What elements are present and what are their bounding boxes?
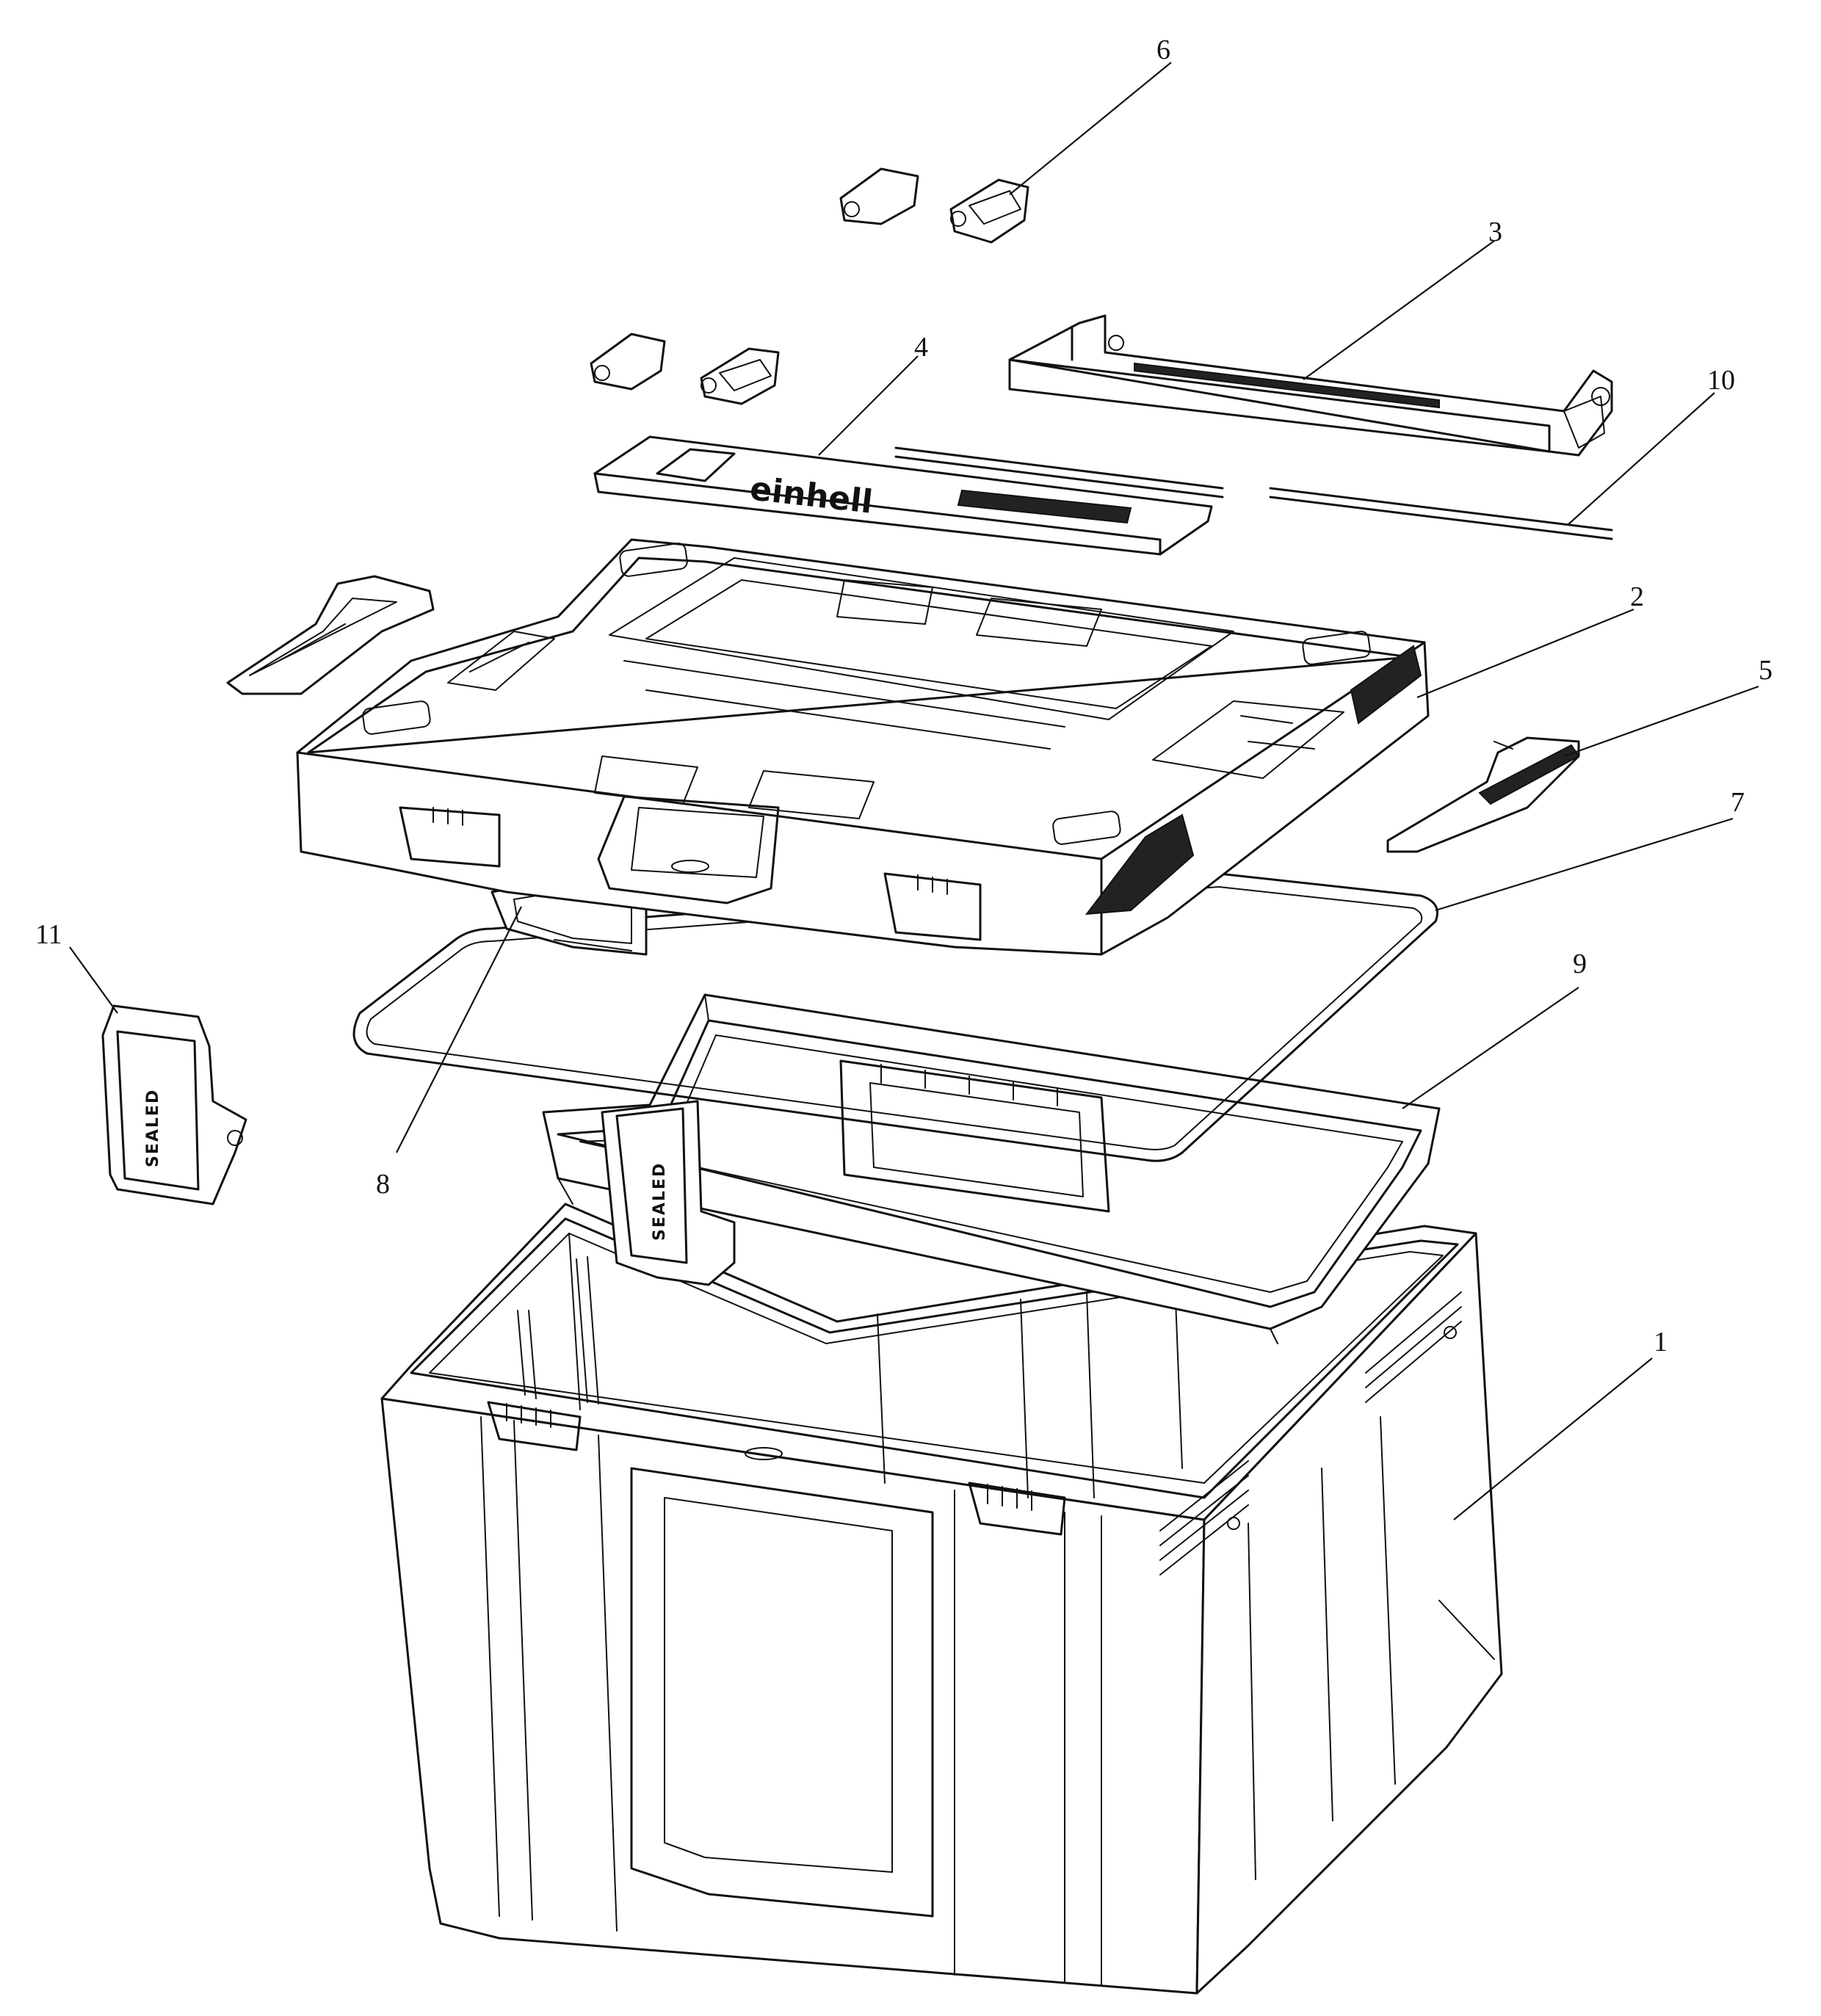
part-2-lid (296, 538, 1430, 956)
sealed-marking-mounted: SEALED (651, 1162, 669, 1241)
callout-8: 8 (376, 1169, 390, 1200)
part-6-hinge-connectors (590, 167, 1029, 405)
callout-9: 9 (1573, 949, 1587, 979)
callout-10: 10 (1707, 365, 1735, 396)
part-1-box-body (380, 1203, 1503, 1995)
part-4-brand-plate: einhell (593, 435, 1213, 556)
part-10-pins (894, 446, 1613, 540)
callout-2: 2 (1630, 581, 1644, 612)
part-9-tote-tray (542, 993, 1441, 1344)
callout-6: 6 (1156, 35, 1170, 65)
left-side-latch (226, 575, 435, 695)
sealed-clip-mounted: SEALED (601, 1100, 736, 1286)
callout-7: 7 (1731, 787, 1745, 818)
callout-labels: 6 3 4 10 2 5 7 9 1 11 8 (35, 35, 1773, 1357)
callout-5: 5 (1759, 655, 1773, 686)
leader-lines (69, 62, 1759, 1520)
part-11-sealed-clip: SEALED (101, 1004, 247, 1205)
callout-4: 4 (914, 332, 928, 363)
sealed-marking-loose: SEALED (144, 1089, 162, 1167)
part-7-seal-gasket (352, 872, 1438, 1162)
callout-1: 1 (1654, 1327, 1668, 1357)
part-3-handle (1008, 314, 1613, 457)
part-5-side-latch (1386, 736, 1580, 853)
callout-11: 11 (35, 919, 62, 950)
callout-3: 3 (1488, 217, 1502, 247)
